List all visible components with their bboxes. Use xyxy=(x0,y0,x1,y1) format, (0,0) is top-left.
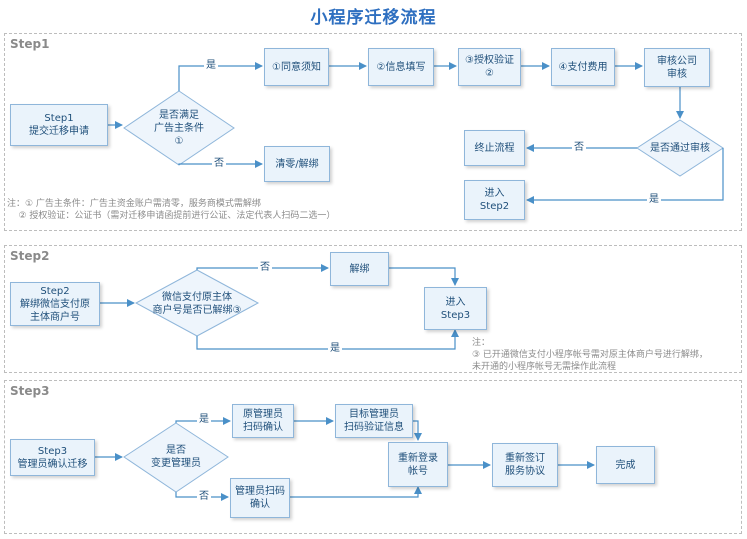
node-target-admin: 目标管理员 扫码验证信息 xyxy=(335,404,413,438)
arrow-pass-yes xyxy=(526,148,724,204)
decision-step3-text: 是否 变更管理员 xyxy=(151,445,201,469)
arrow-decision2-no xyxy=(196,264,329,272)
arrow-decision1-no xyxy=(178,160,263,168)
arrow-decision1-yes xyxy=(178,62,263,91)
node-step1-start: Step1 提交迁移申请 xyxy=(10,104,108,146)
node-step3-start: Step3 管理员确认迁移 xyxy=(10,439,95,476)
edge-label-step3-no: 否 xyxy=(197,491,211,503)
node-relogin: 重新登录 帐号 xyxy=(388,442,448,487)
arrow-target-to-relogin xyxy=(413,420,422,441)
decision-pass-text: 是否通过审核 xyxy=(650,142,710,154)
edge-label-step1-yes: 是 xyxy=(204,60,218,72)
node-unbind: 解绑 xyxy=(330,252,389,286)
arrow-admin-to-relogin xyxy=(290,486,422,498)
panel-step1-label: Step1 xyxy=(10,37,50,51)
node-step2-start: Step2 解绑微信支付原 主体商户号 xyxy=(10,282,100,326)
node-stop: 终止流程 xyxy=(464,130,525,166)
node-enter-step3: 进入 Step3 xyxy=(424,287,487,330)
edge-label-step2-no: 否 xyxy=(258,262,272,274)
node-info: ②信息填写 xyxy=(368,48,434,86)
node-admin-confirm: 管理员扫码 确认 xyxy=(230,478,290,518)
arrow-decision3-yes xyxy=(175,417,231,425)
edge-label-step3-yes: 是 xyxy=(197,414,211,426)
node-orig-admin: 原管理员 扫码确认 xyxy=(232,404,294,438)
step1-footnote: 注：① 广告主条件：广告主资金账户需清零，服务商模式需解绑 ② 授权验证：公证书… xyxy=(7,199,336,221)
node-review: 审核公司 审核 xyxy=(644,48,710,87)
edge-label-step1-no: 否 xyxy=(212,158,226,170)
edge-label-pass-yes: 是 xyxy=(647,194,661,206)
node-enter-step2: 进入 Step2 xyxy=(464,180,525,220)
panel-step3 xyxy=(4,380,742,534)
node-clear: 清零/解绑 xyxy=(264,146,330,182)
page-title: 小程序迁移流程 xyxy=(310,8,437,28)
edge-label-step2-yes: 是 xyxy=(328,343,342,355)
arrow-decision2-yes xyxy=(196,329,459,350)
panel-step3-label: Step3 xyxy=(10,384,50,398)
decision-step1-text: 是否满足 广告主条件 ① xyxy=(154,109,204,147)
decision-diamond-pass xyxy=(636,119,724,177)
panel-step2-label: Step2 xyxy=(10,249,50,263)
decision-step2-text: 微信支付原主体 商户号是否已解绑③ xyxy=(152,292,242,316)
node-agree: ①同意须知 xyxy=(264,48,329,86)
node-resign: 重新签订 服务协议 xyxy=(492,443,558,487)
panel-step2 xyxy=(4,245,742,373)
step2-footnote: 注： ③ 已开通微信支付小程序帐号需对原主体商户号进行解绑， 未开通的小程序帐号… xyxy=(472,338,708,372)
node-done: 完成 xyxy=(596,446,655,484)
node-pay: ④支付费用 xyxy=(551,48,615,86)
node-auth: ③授权验证 ② xyxy=(458,48,521,86)
panel-step1 xyxy=(4,33,742,231)
arrow-unbind-to-enter3 xyxy=(389,267,459,286)
edge-label-pass-no: 否 xyxy=(572,142,586,154)
